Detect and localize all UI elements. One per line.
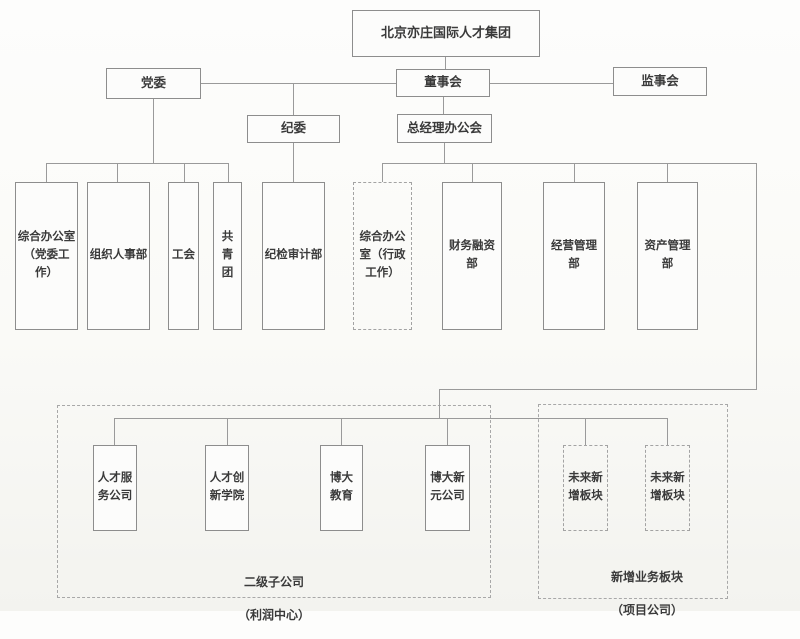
connector-line — [667, 163, 668, 182]
org-chart: 北京亦庄国际人才集团 党委 董事会 监事会 纪委 总经理办公会 综合办公室 （党… — [15, 10, 757, 622]
group-caption-subtitle: （利润中心） — [237, 607, 310, 622]
connector-line — [585, 418, 586, 445]
connector-line — [443, 97, 444, 114]
company-box-talent-innovation-academy: 人才创 新学院 — [205, 445, 249, 531]
connector-line — [382, 163, 383, 182]
connector-line — [667, 418, 668, 445]
dept-box-asset-management: 资产管理 部 — [637, 182, 698, 330]
org-node-gm-office: 总经理办公会 — [397, 114, 492, 143]
group-caption-new-business: 新增业务板块 （项目公司） — [552, 553, 742, 634]
group-box-new-business — [538, 404, 728, 599]
dept-box-general-office-admin: 综合办公 室（行政 工作） — [353, 182, 412, 330]
connector-line — [439, 389, 757, 390]
connector-line — [439, 389, 440, 418]
connector-line — [445, 57, 446, 69]
connector-line — [153, 99, 154, 163]
org-node-group-hq: 北京亦庄国际人才集团 — [352, 10, 540, 57]
connector-line — [293, 83, 294, 115]
dept-box-operations-management: 经营管理 部 — [543, 182, 605, 330]
connector-line — [447, 418, 448, 445]
company-box-boda-xinyuan: 博大新 元公司 — [425, 445, 470, 531]
group-caption-subsidiaries: 二级子公司 （利润中心） — [57, 558, 491, 639]
connector-line — [490, 83, 613, 84]
connector-line — [184, 163, 185, 182]
org-node-discipline-committee: 纪委 — [247, 115, 340, 143]
company-box-future-segment-2: 未来新 增板块 — [645, 445, 690, 531]
dept-box-labor-union: 工会 — [168, 182, 199, 330]
connector-line — [756, 163, 757, 389]
connector-line — [228, 163, 229, 182]
connector-line — [114, 418, 115, 445]
group-box-subsidiaries — [57, 405, 491, 598]
company-box-future-segment-1: 未来新 增板块 — [563, 445, 608, 531]
company-box-talent-services: 人才服 务公司 — [93, 445, 137, 531]
connector-line — [46, 163, 47, 182]
connector-line — [117, 163, 118, 182]
connector-line — [382, 163, 757, 164]
connector-line — [227, 418, 228, 445]
connector-line — [46, 163, 229, 164]
org-node-supervisory-board: 监事会 — [613, 67, 707, 96]
connector-line — [341, 418, 342, 445]
dept-box-discipline-audit: 纪检审计部 — [262, 182, 325, 330]
company-box-boda-education: 博大 教育 — [320, 445, 363, 531]
org-node-board-of-directors: 董事会 — [396, 69, 490, 97]
dept-box-general-office-party: 综合办公室 （党委工 作） — [15, 182, 78, 330]
dept-box-youth-league: 共 青 团 — [213, 182, 242, 330]
connector-line — [293, 143, 294, 182]
dept-box-hr-organization: 组织人事部 — [87, 182, 150, 330]
dept-box-finance-funding: 财务融资 部 — [442, 182, 502, 330]
connector-line — [444, 143, 445, 163]
group-caption-subtitle: （项目公司） — [610, 602, 683, 617]
connector-line — [201, 83, 396, 84]
group-caption-title: 二级子公司 — [243, 575, 304, 590]
org-node-party-committee: 党委 — [106, 68, 201, 99]
connector-line — [574, 163, 575, 182]
group-caption-title: 新增业务板块 — [610, 570, 683, 585]
connector-line — [472, 163, 473, 182]
connector-line — [114, 418, 668, 419]
